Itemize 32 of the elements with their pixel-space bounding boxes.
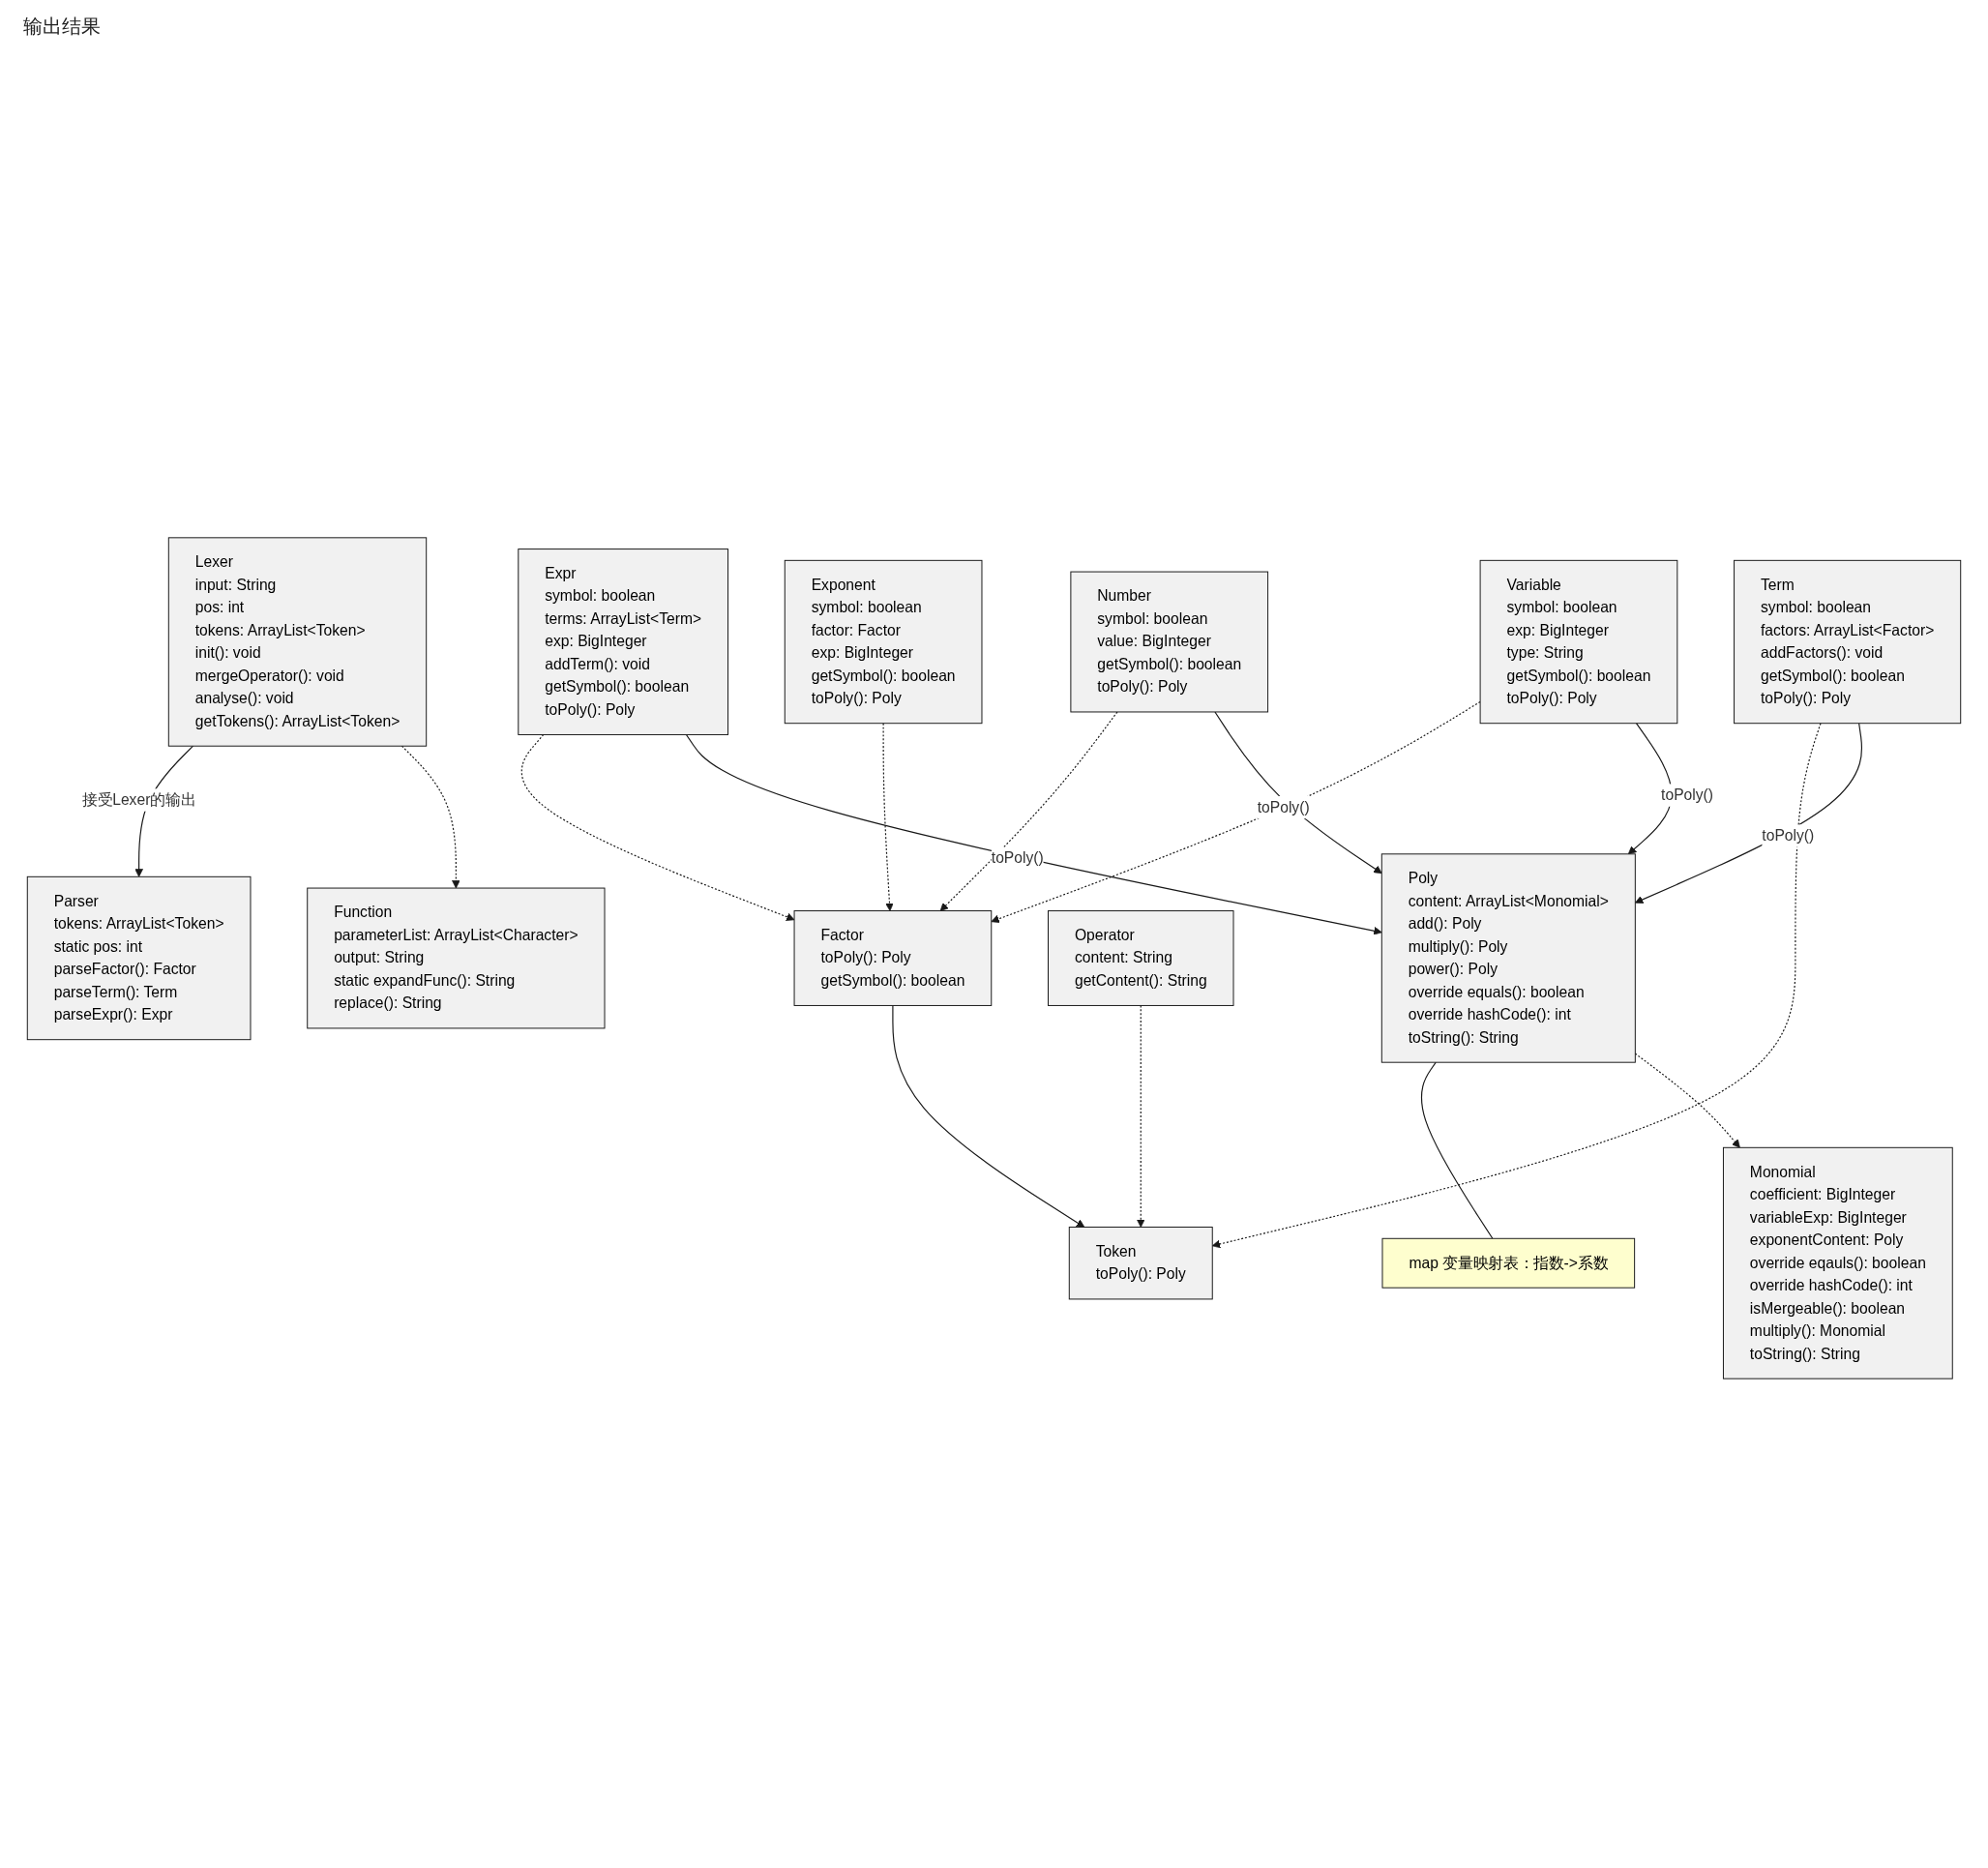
arrow [1634,722,1863,904]
node-box: Exponent symbol: boolean factor: Factor exp: BigInteger getSymbol(): boolean toPoly(): Poly [784,559,983,724]
node-box: Parser tokens: ArrayList<Token> static pos: int parseFactor(): Factor parseTerm(): Term parseExpr(): Expr [26,875,252,1040]
edge-label: toPoly() [1762,826,1815,844]
arrow [1214,710,1382,874]
node-box: Operator content: String getContent(): String [1048,909,1234,1006]
arrow [882,722,894,911]
arrow [520,733,795,921]
node-box: Token toPoly(): Poly [1068,1226,1213,1299]
arrow [991,700,1481,923]
association-role-label: 输出结果 [23,15,101,39]
arrow [1634,1053,1740,1148]
edge-label: toPoly() [1661,786,1714,803]
node-box: Lexer input: String pos: int tokens: ArrayList<Token> init(): void mergeOperator(): void analyse(): void getTokens(): ArrayList<Token> [167,536,428,747]
node-box: Monomial coefficient: BigInteger variableExp: BigInteger exponentContent: Poly override eqauls(): boolean override hashCode(): int isMergeable(): boolean multiply(): Monomial toString(): String [1722,1146,1953,1379]
node-box: map 变量映射表：指数->系数 [1381,1237,1636,1289]
arrow [939,710,1118,911]
arrow [1136,1004,1145,1228]
arrow [401,745,460,888]
edge-label: toPoly() [991,848,1044,866]
node-box: Function parameterList: ArrayList<Character> output: String static expandFunc(): String replace(): String [307,887,606,1028]
node-box: Term symbol: boolean factors: ArrayList<Factor> addFactors(): void getSymbol(): boolean toPoly(): Poly [1734,559,1962,724]
node-box: Factor toPoly(): Poly getSymbol(): boolean [793,909,993,1006]
node-box: Variable symbol: boolean exp: BigInteger type: String getSymbol(): boolean toPoly(): Poly [1479,559,1678,724]
edge-label: toPoly() [1257,798,1310,815]
node-box: Expr symbol: boolean terms: ArrayList<Term> exp: BigInteger addTerm(): void getSymbol(): boolean toPoly(): Poly [518,548,728,735]
edge-label: 接受Lexer的输出 [81,790,196,808]
node-box: Poly content: ArrayList<Monomial> add(): Poly multiply(): Poly power(): Poly override equals(): boolean override hashCode(): int toString(): String [1380,852,1636,1063]
arrow [892,1004,1085,1228]
arrow [685,733,1382,934]
connector [1420,1061,1494,1239]
node-box: Number symbol: boolean value: BigInteger getSymbol(): boolean toPoly(): Poly [1070,571,1269,712]
